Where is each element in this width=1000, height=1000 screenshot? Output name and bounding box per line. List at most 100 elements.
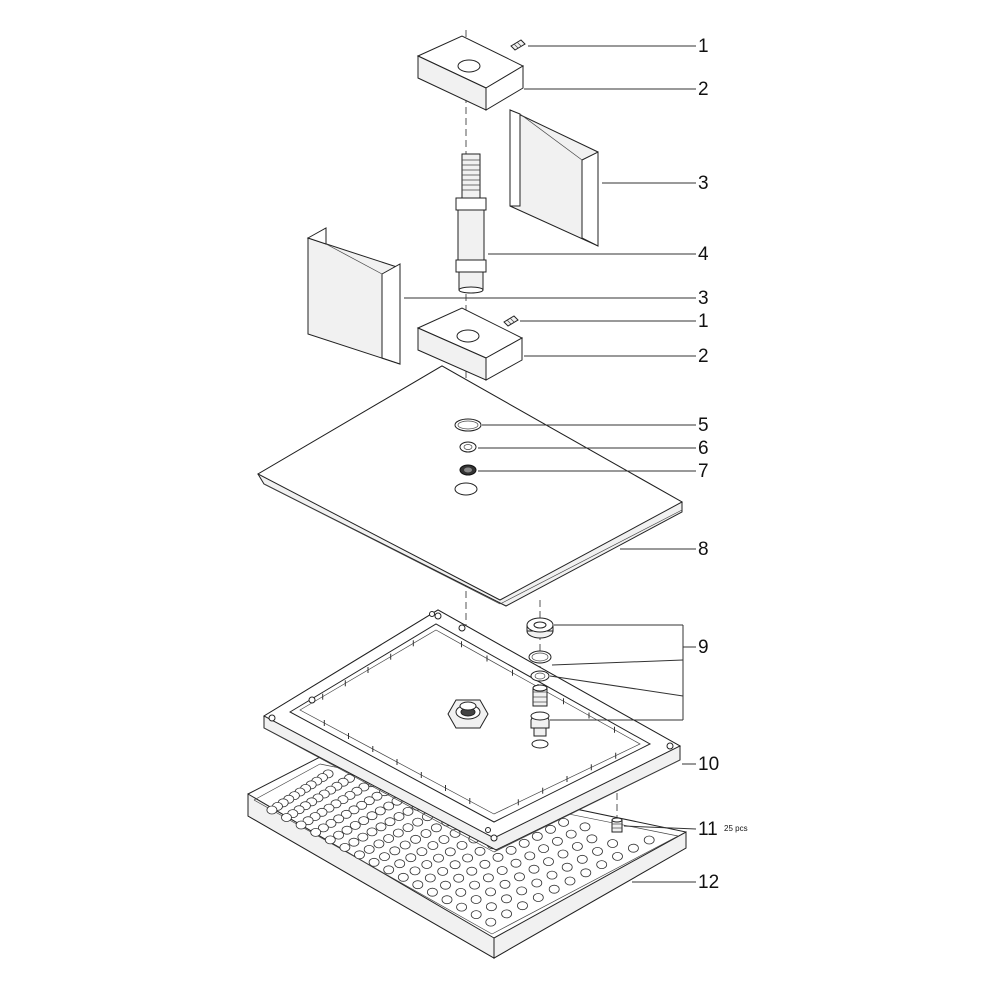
tray-hole: [643, 835, 655, 845]
tray-hole: [402, 807, 414, 816]
callout-1-top: 1: [698, 36, 709, 57]
tray-hole: [524, 851, 536, 861]
tray-hole: [430, 823, 442, 833]
tray-hole: [470, 895, 482, 904]
plate-inlet-hole: [454, 482, 478, 496]
set-screw-lower: [503, 315, 519, 327]
tray-hole: [441, 895, 453, 905]
set-screw-top: [510, 39, 526, 51]
tray-hole: [374, 806, 386, 816]
callout-12: 12: [698, 872, 720, 893]
tray-hole: [371, 791, 383, 801]
tray-hole: [499, 879, 511, 889]
tray-hole: [552, 836, 563, 846]
tray-hole: [348, 837, 360, 847]
tray-hole: [561, 862, 573, 872]
tray-hole: [389, 846, 401, 856]
tray-hole: [373, 839, 385, 849]
tray-hole: [281, 813, 292, 822]
mounting-frame: [262, 609, 682, 853]
callout-3-lower: 3: [698, 288, 709, 309]
tray-hole: [333, 830, 345, 840]
tray-hole: [580, 868, 592, 878]
tray-hole: [558, 818, 569, 827]
tray-hole: [586, 834, 598, 844]
tray-hole: [548, 884, 560, 894]
tray-hole: [469, 880, 481, 890]
tray-hole: [449, 860, 461, 870]
mounting-block-top: [416, 35, 525, 111]
tray-hole: [607, 839, 618, 848]
tray-hole: [405, 853, 417, 863]
callout-6: 6: [698, 438, 709, 459]
nozzle: [611, 817, 623, 833]
frame-screw: [485, 827, 491, 833]
tray-hole: [325, 819, 337, 828]
frame-clips: [322, 640, 617, 806]
callout-7: 7: [698, 461, 709, 482]
tray-hole: [383, 834, 395, 843]
tray-hole: [455, 888, 467, 897]
tray-hole: [412, 880, 424, 890]
tray-hole: [592, 847, 603, 856]
tray-hole: [485, 902, 497, 912]
outlet-gasket: [528, 650, 552, 664]
cover-plate-lower: [306, 227, 401, 365]
tray-hole: [340, 809, 352, 819]
outlet-nut: [526, 617, 554, 639]
tray-hole: [501, 909, 513, 919]
tray-hole: [510, 858, 522, 868]
central-fitting: [447, 699, 489, 729]
tray-hole: [545, 824, 556, 834]
tray-hole: [366, 827, 378, 837]
tray-hole: [528, 864, 540, 874]
callout-11: 11: [698, 819, 718, 840]
tray-hole: [410, 834, 422, 844]
callout-5: 5: [698, 415, 709, 436]
tray-hole: [456, 841, 468, 850]
tray-hole: [349, 821, 361, 830]
tray-hole: [393, 812, 405, 821]
outlet-washer: [530, 670, 550, 682]
callout-1-lower: 1: [698, 311, 709, 332]
tray-hole: [356, 800, 368, 810]
tray-hole: [383, 865, 395, 875]
callout-9: 9: [698, 637, 709, 658]
tray-hole: [424, 873, 436, 883]
tray-hole: [579, 822, 591, 832]
tray-hole: [532, 893, 544, 902]
tray-hole: [379, 852, 390, 861]
tray-hole: [402, 823, 414, 832]
cover-plate-upper: [509, 109, 599, 247]
tray-hole: [266, 805, 278, 815]
tray-hole: [492, 852, 504, 862]
tray-hole: [421, 860, 433, 869]
flat-washer: [459, 441, 477, 453]
tray-hole: [368, 857, 380, 867]
connector-pipe: [455, 153, 487, 294]
leader-lines: [404, 45, 697, 883]
tray-hole: [366, 811, 378, 821]
tray-hole: [384, 817, 396, 827]
callout-3-top: 3: [698, 173, 709, 194]
callout-10: 10: [698, 754, 720, 775]
tray-hole: [514, 872, 525, 882]
tray-hole: [453, 873, 465, 883]
leader-9-gasket: [551, 659, 684, 666]
o-ring: [454, 418, 482, 432]
tray-hole: [438, 835, 450, 844]
tray-hole: [517, 901, 528, 911]
callout-2-lower: 2: [698, 346, 709, 367]
tray-hole: [399, 840, 411, 850]
tray-hole: [341, 825, 353, 835]
tray-hole: [628, 843, 639, 853]
tray-hole: [409, 866, 421, 876]
tray-hole: [375, 822, 387, 832]
callout-4: 4: [698, 244, 709, 265]
tray-hole: [310, 828, 322, 837]
tray-hole: [333, 814, 345, 824]
tray-hole: [496, 866, 508, 875]
tray-hole: [444, 847, 456, 857]
tray-hole: [531, 878, 543, 888]
